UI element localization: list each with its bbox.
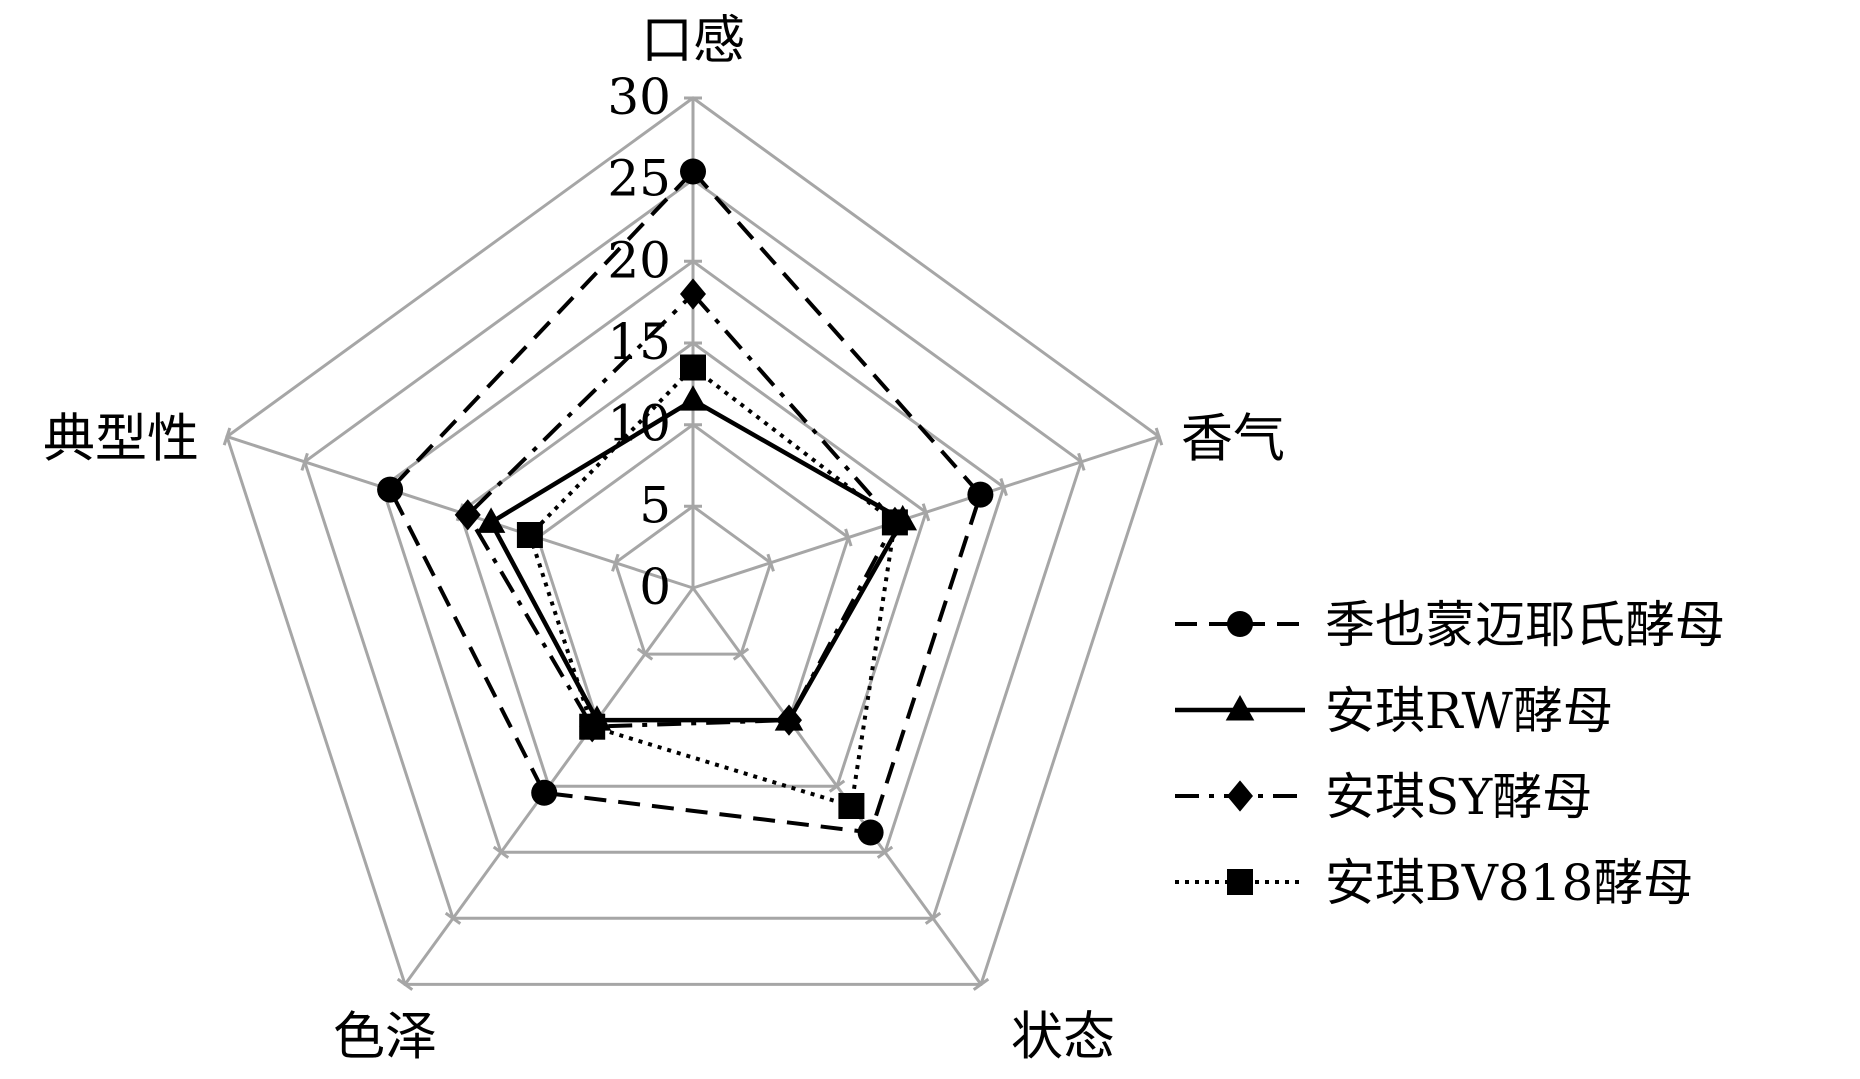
tick-mark (876, 845, 894, 859)
legend-label-1: 季也蒙迈耶氏酵母 (1325, 596, 1725, 654)
data-point-4-3 (838, 793, 865, 819)
tick-mark (999, 478, 1008, 497)
grid-ring-30 (225, 96, 1161, 986)
tick-mark (1077, 452, 1086, 471)
data-point-2-5 (476, 507, 506, 533)
data-point-3-1 (680, 278, 706, 310)
data-point-1-1 (680, 158, 706, 185)
data-point-2-1 (678, 385, 708, 411)
axis-label-4: 色泽 (333, 1007, 437, 1067)
tick-mark (732, 647, 750, 661)
legend-marker-1 (1227, 611, 1253, 637)
grid-ring-5 (613, 504, 773, 656)
data-point-4-2 (881, 509, 908, 536)
series-1 (377, 158, 994, 846)
tick-mark (300, 452, 309, 471)
data-point-1-4 (531, 779, 558, 806)
data-point-4-1 (680, 354, 706, 381)
legend-item-2: 安琪RW酵母 (1175, 682, 1613, 740)
data-point-1-2 (967, 481, 994, 508)
data-series (377, 158, 994, 846)
axis-label-3: 状态 (1011, 1007, 1115, 1067)
data-point-3-5 (454, 499, 481, 531)
tick-mark (972, 977, 990, 991)
data-point-4-5 (516, 522, 543, 548)
data-point-1-5 (377, 476, 404, 503)
legend-label-4: 安琪BV818酵母 (1325, 854, 1693, 912)
tick-mark (766, 553, 775, 572)
axis-label-1: 口感 (641, 11, 745, 71)
tick-label-0: 0 (639, 558, 671, 616)
legend-marker-2 (1225, 695, 1255, 721)
grid-ring-25 (302, 177, 1084, 920)
grid-ring-20 (380, 259, 1006, 854)
tick-mark (222, 427, 232, 446)
legend-marker-3 (1227, 780, 1253, 812)
legend-item-1: 季也蒙迈耶氏酵母 (1175, 596, 1725, 654)
tick-label-15: 15 (607, 313, 671, 371)
tick-mark (396, 977, 414, 991)
data-point-1-3 (857, 819, 884, 846)
legend-item-3: 安琪SY酵母 (1175, 768, 1592, 826)
data-point-4-4 (579, 713, 606, 740)
series-line-4 (527, 364, 898, 809)
radar-grid (222, 96, 1164, 991)
series-line-1 (387, 168, 983, 835)
axis-label-5: 典型性 (43, 410, 199, 470)
tick-mark (1154, 427, 1164, 446)
legend-item-4: 安琪BV818酵母 (1175, 854, 1693, 912)
legend-label-2: 安琪RW酵母 (1325, 682, 1613, 740)
tick-mark (844, 528, 853, 547)
data-point-3-3 (776, 704, 803, 736)
tick-label-30: 30 (607, 68, 671, 126)
tick-label-20: 20 (607, 231, 671, 289)
axis-label-2: 香气 (1181, 410, 1285, 470)
tick-label-5: 5 (639, 476, 671, 534)
legend-label-3: 安琪SY酵母 (1325, 768, 1592, 826)
tick-mark (924, 911, 942, 925)
tick-mark (828, 779, 846, 793)
tick-mark (611, 553, 620, 572)
tick-mark (921, 503, 931, 522)
tick-mark (636, 647, 654, 661)
series-line-2 (488, 397, 906, 723)
tick-mark (492, 845, 510, 859)
legend-marker-4 (1227, 869, 1253, 895)
tick-label-25: 25 (607, 150, 671, 208)
series-4 (516, 354, 908, 819)
tick-mark (444, 911, 462, 925)
series-line-3 (465, 291, 898, 729)
